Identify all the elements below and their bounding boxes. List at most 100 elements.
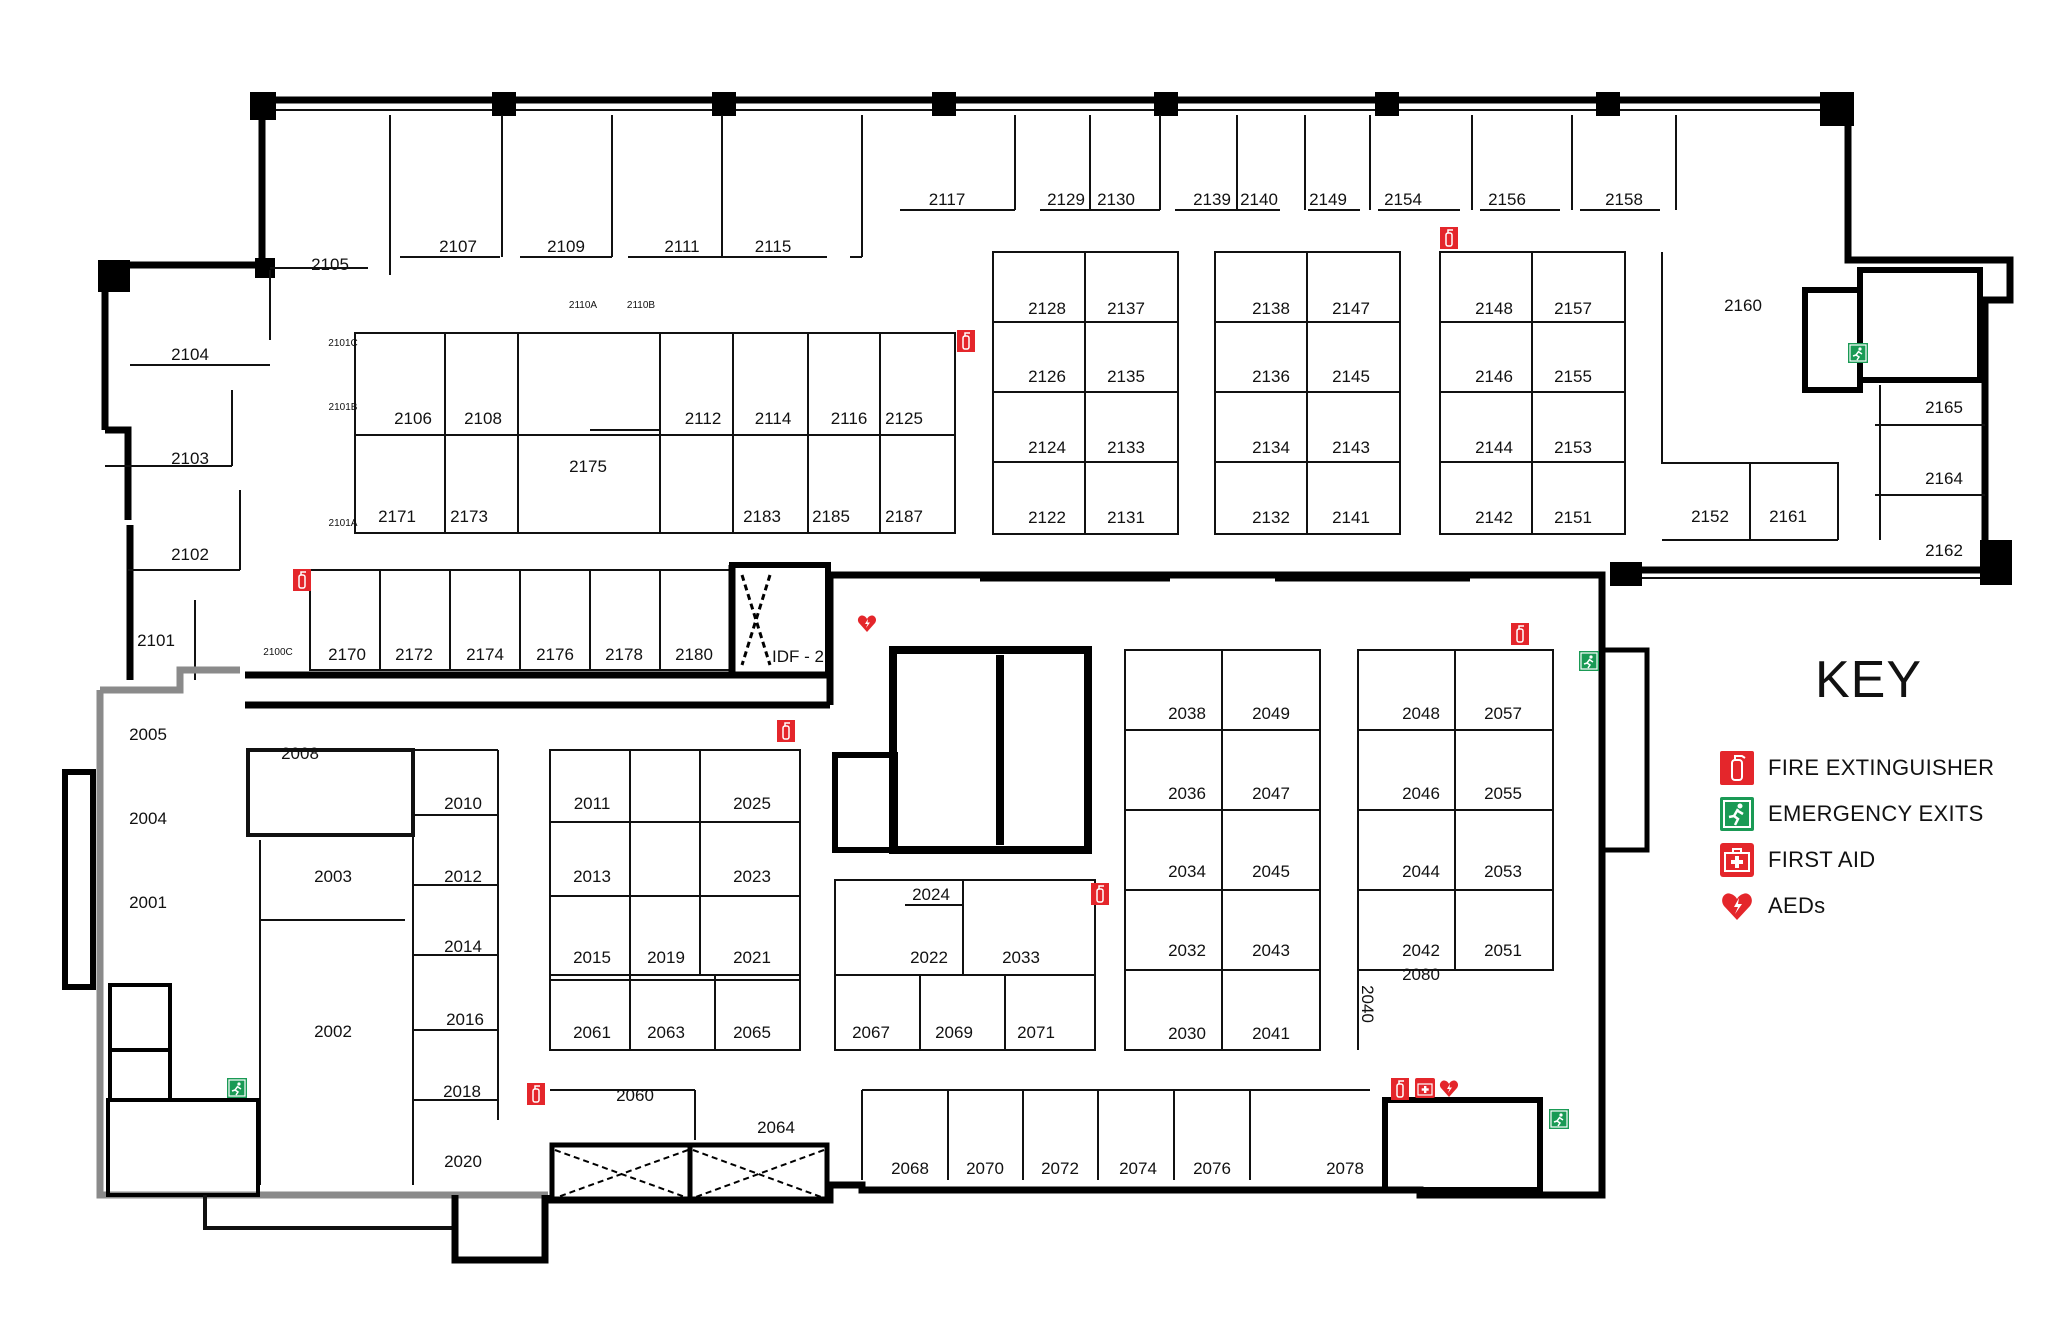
room-label: 2110A [569,300,598,311]
fire-extinguisher-icon [293,569,311,591]
key-item-first-aid: FIRST AID [1720,842,1875,878]
room-label: 2153 [1554,438,1592,457]
room-label: 2146 [1475,367,1513,386]
room-label: 2053 [1484,862,1522,881]
emergency-exit-icon [1720,797,1754,831]
key-label-fire-extinguisher: FIRE EXTINGUISHER [1768,755,1995,780]
room-label: 2174 [466,645,504,664]
key-label-emergency-exits: EMERGENCY EXITS [1768,801,1984,826]
fire-extinguisher-icon [1391,1078,1409,1100]
safety-markers [227,227,1868,1129]
room-label: 2155 [1554,367,1592,386]
room-label: 2023 [733,867,771,886]
room-label: 2134 [1252,438,1290,457]
key-label-aeds: AEDs [1768,893,1826,918]
room-label: 2040 [1358,985,1377,1023]
room-label: 2107 [439,237,477,256]
room-label: 2129 [1047,190,1085,209]
key-item-aeds: AEDs [1720,888,1825,924]
room-label: 2101 [137,631,175,650]
key-label-first-aid: FIRST AID [1768,847,1876,872]
room-label: 2142 [1475,508,1513,527]
room-label: 2156 [1488,190,1526,209]
room-label: 2004 [129,809,167,828]
room-label: 2109 [547,237,585,256]
room-label: 2101B [329,402,358,413]
fire-extinguisher-icon [1720,751,1754,785]
room-label: 2151 [1554,508,1592,527]
room-label: 2122 [1028,508,1066,527]
room-label: 2126 [1028,367,1066,386]
room-label: 2057 [1484,704,1522,723]
room-label: 2012 [444,867,482,886]
room-label: 2032 [1168,941,1206,960]
room-label: 2135 [1107,367,1145,386]
fire-extinguisher-icon [1091,883,1109,905]
room-label: 2001 [129,893,167,912]
room-label: 2043 [1252,941,1290,960]
room-label: 2162 [1925,541,1963,560]
room-label: 2114 [755,409,792,428]
room-label: 2047 [1252,784,1290,803]
room-label: 2130 [1097,190,1135,209]
emergency-exit-icon [227,1078,247,1098]
room-label: 2049 [1252,704,1290,723]
room-label: IDF - 2 [772,647,824,666]
room-label: 2044 [1402,862,1440,881]
fire-extinguisher-icon [777,720,795,742]
central-corridor-walls [245,562,1606,1180]
room-label: 2147 [1332,299,1370,318]
room-label: 2038 [1168,704,1206,723]
room-label: 2042 [1402,941,1440,960]
room-label: 2176 [536,645,574,664]
room-label: 2106 [394,409,432,428]
room-label: 2138 [1252,299,1290,318]
room-label: 2013 [573,867,611,886]
room-label: 2178 [605,645,643,664]
room-label: 2110B [627,300,656,311]
room-label: 2011 [574,794,611,813]
first-aid-icon [1720,843,1754,877]
room-label: 2046 [1402,784,1440,803]
room-label: 2111 [664,237,699,256]
fire-extinguisher-icon [1440,227,1458,249]
room-label: 2008 [281,744,319,763]
room-label: 2157 [1554,299,1592,318]
room-label: 2170 [328,645,366,664]
room-label: 2148 [1475,299,1513,318]
room-label: 2164 [1925,469,1963,488]
room-label: 2048 [1402,704,1440,723]
room-label: 2171 [378,507,416,526]
room-label: 2140 [1240,190,1278,209]
room-label: 2071 [1017,1023,1055,1042]
room-label: 2152 [1691,507,1729,526]
room-label: 2018 [443,1082,481,1101]
room-label: 2139 [1193,190,1231,209]
room-label: 2185 [812,507,850,526]
key-item-emergency-exits: EMERGENCY EXITS [1720,796,1984,832]
room-label: 2014 [444,937,482,956]
room-label: 2024 [912,885,950,904]
room-label: 2133 [1107,438,1145,457]
room-label: 2105 [311,255,349,274]
room-label: 2180 [675,645,713,664]
room-label: 2101C [328,338,357,349]
room-label: 2002 [314,1022,352,1041]
room-label: 2060 [616,1086,654,1105]
aed-heart-icon [1720,889,1754,923]
room-label: 2041 [1252,1024,1290,1043]
room-label: 2143 [1332,438,1370,457]
room-label: 2141 [1332,508,1370,527]
room-label: 2076 [1193,1159,1231,1178]
room-label: 2149 [1309,190,1347,209]
room-label: 2003 [314,867,352,886]
room-label: 2067 [852,1023,890,1042]
room-label: 2016 [446,1010,484,1029]
room-label: 2112 [685,409,722,428]
room-label: 2104 [171,345,209,364]
aed-heart-icon [857,615,877,632]
fire-extinguisher-icon [957,330,975,352]
room-label: 2030 [1168,1024,1206,1043]
room-label: 2036 [1168,784,1206,803]
